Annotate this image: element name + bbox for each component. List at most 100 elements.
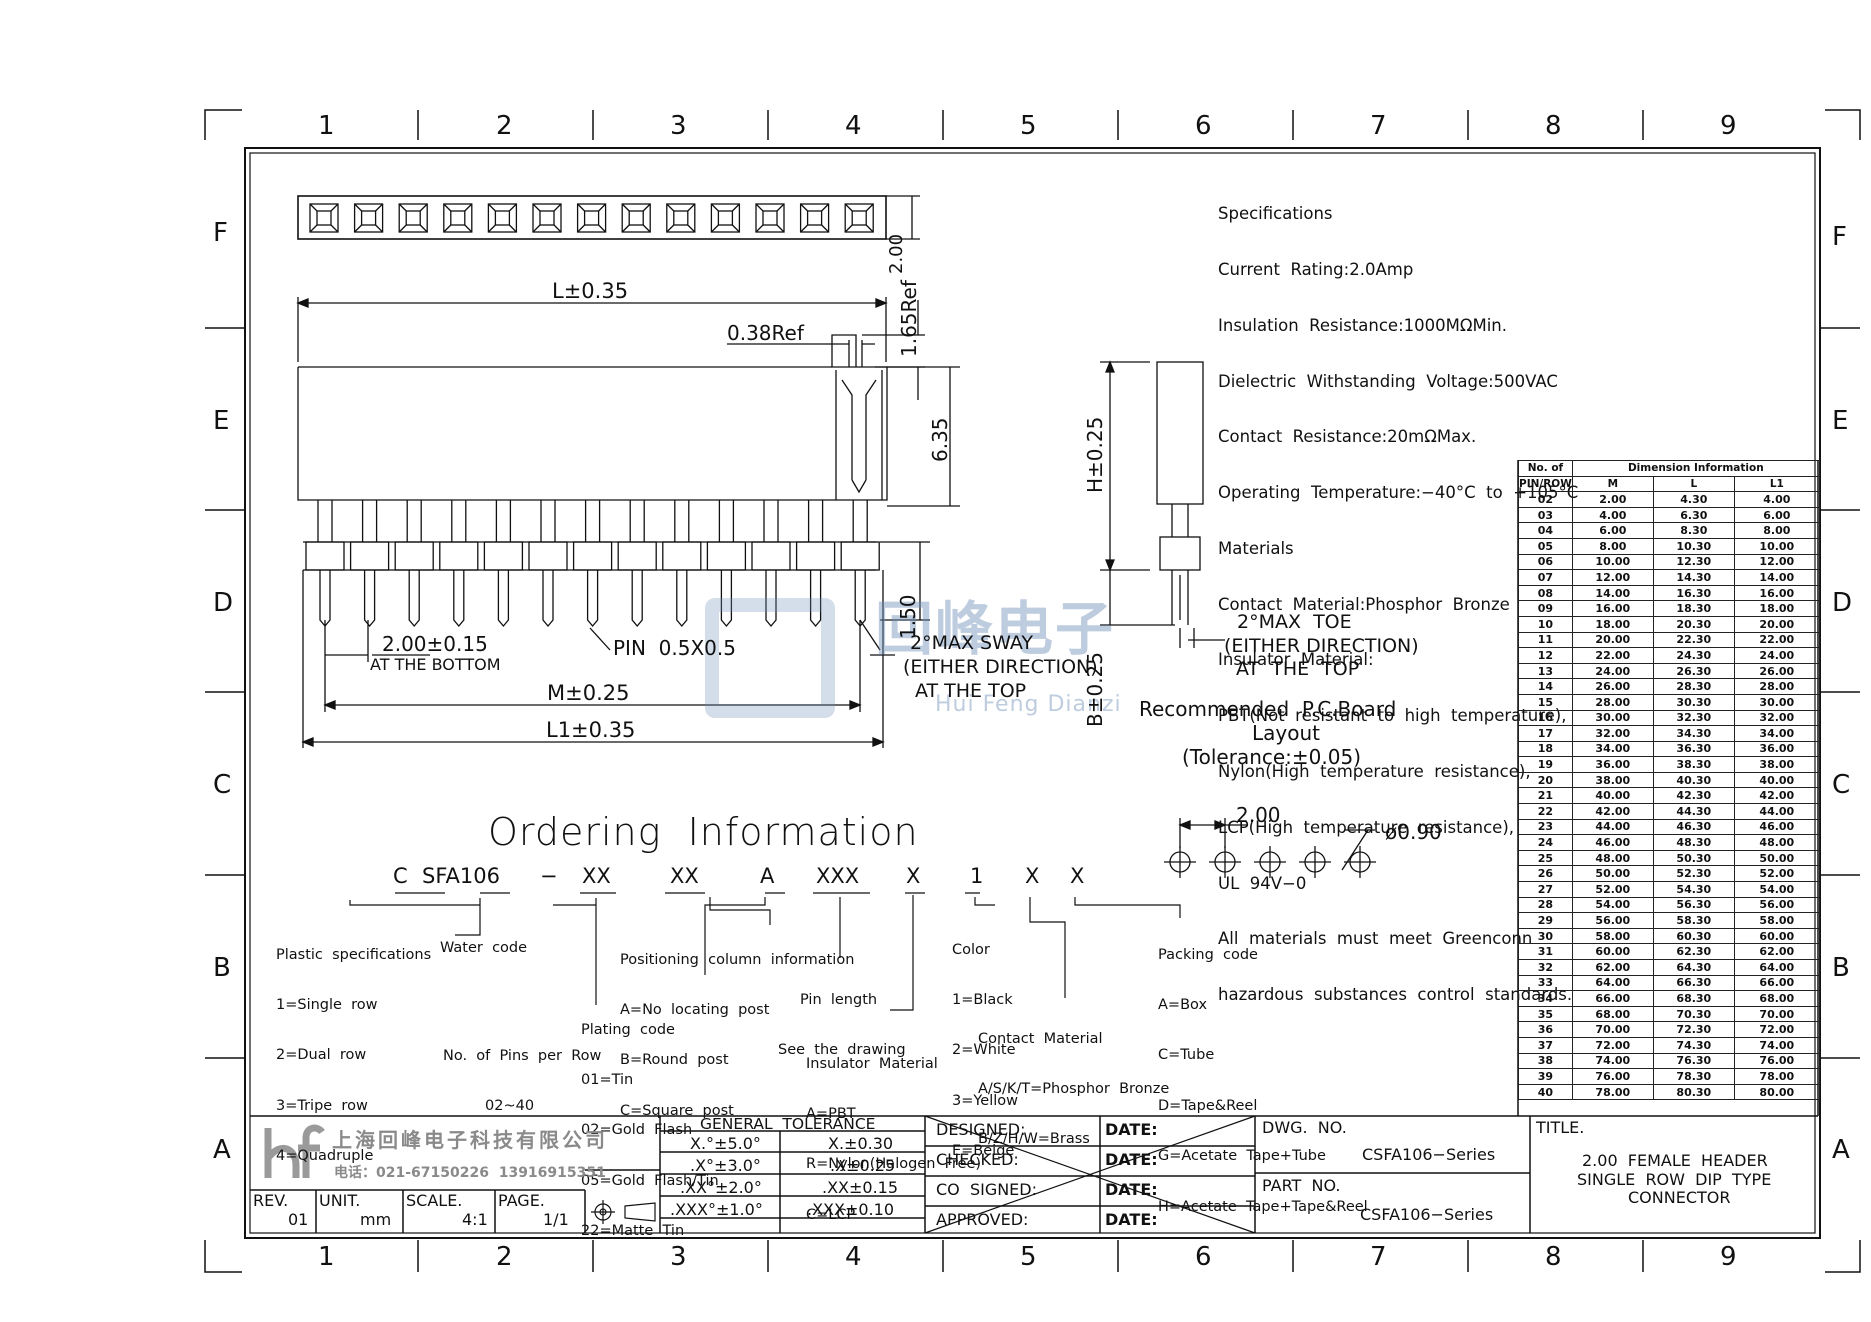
contact-inner-square (583, 210, 600, 226)
color-line: 1=Black (952, 991, 1013, 1008)
table-header-group: Dimension Information (1571, 460, 1820, 477)
pin-standoff (617, 541, 657, 571)
pin-upper (852, 500, 868, 542)
m-cell: 22.00 (1571, 647, 1654, 664)
plating-line: 22=Matte Tin (581, 1223, 685, 1240)
pin-count-cell: 29 (1518, 912, 1573, 929)
dimension-table: No. of Dimension Information PIN/ROW M L… (1518, 460, 1820, 1101)
l-cell: 44.30 (1652, 803, 1735, 820)
pin-count-cell: 08 (1518, 584, 1573, 602)
l1-cell: 62.00 (1733, 943, 1820, 960)
contact-square-chamfer (309, 203, 339, 233)
title-line-1: 2.00 FEMALE HEADER (1582, 1151, 1768, 1170)
zone-col-top-7: 7 (1370, 111, 1387, 141)
tolerance-title: GENERAL TOLERANCE (700, 1115, 876, 1133)
pin-count-cell: 34 (1518, 990, 1573, 1007)
insulator-line: A=PBT (806, 1105, 856, 1122)
insulator-line: Insulator Material (806, 1055, 938, 1072)
contact-square (487, 203, 518, 233)
m-cell: 64.00 (1571, 974, 1654, 992)
pin-standoff (305, 541, 345, 571)
l1-cell: 78.00 (1733, 1068, 1820, 1085)
color-line: 3=Yellow (952, 1092, 1019, 1109)
m-cell: 58.00 (1571, 927, 1654, 945)
l1-cell: 56.00 (1733, 896, 1820, 914)
pin-standoff (795, 541, 836, 571)
zone-col-bottom-5: 5 (1020, 1242, 1037, 1272)
l1-cell: 58.00 (1733, 912, 1820, 929)
pin-length-line: See the drawing (778, 1041, 906, 1058)
l1-cell: 48.00 (1733, 834, 1820, 851)
pin-tail (408, 570, 420, 628)
dim-m: M±0.25 (547, 681, 630, 705)
plastic-spec-line: 4=Quadruple (276, 1148, 374, 1165)
l1-cell: 38.00 (1733, 756, 1820, 773)
zone-row-right-F: F (1832, 222, 1847, 252)
positioning-line: C=Square post (620, 1102, 734, 1119)
pin-tail (453, 570, 465, 628)
watermark-en: Hui Feng Dianzi (935, 692, 1122, 717)
l1-cell: 12.00 (1733, 553, 1820, 571)
plating-line: 02=Gold Flash (581, 1122, 693, 1139)
pin-length-block: Pin length See the drawing (778, 958, 906, 1076)
l1-cell: 68.00 (1733, 990, 1820, 1007)
spec-line: Insulator Material: (1218, 650, 1374, 670)
positioning-block: Positioning column information A=No loca… (620, 918, 854, 1136)
plating-block: Plating code 01=Tin 02=Gold Flash 05=Gol… (581, 988, 719, 1257)
page-value: 1/1 (543, 1210, 569, 1229)
approval-designed: DESIGNED: (936, 1120, 1026, 1139)
m-cell: 34.00 (1571, 740, 1654, 758)
approval-approved: APPROVED: (936, 1210, 1029, 1229)
zone-row-left-A: A (213, 1135, 231, 1165)
l-cell: 80.30 (1652, 1083, 1735, 1101)
spec-line: Specifications (1218, 204, 1333, 224)
m-cell: 6.00 (1571, 522, 1654, 539)
positioning-line: B=Round post (620, 1052, 729, 1069)
pin-count-cell: 04 (1518, 522, 1573, 539)
l-cell: 22.30 (1652, 631, 1735, 649)
part-no-label: PART NO. (1262, 1176, 1341, 1195)
contact-inner-square (673, 210, 689, 226)
zone-col-bottom-8: 8 (1545, 1242, 1562, 1272)
pcb-title-1: Recommended P.C.Board (1139, 697, 1397, 721)
contact-square (398, 203, 428, 233)
l1-cell: 54.00 (1733, 881, 1820, 898)
insulator-block: Insulator Material A=PBT R=Nylon(Halogen… (806, 1022, 981, 1240)
l-cell: 60.30 (1652, 927, 1735, 945)
pin-upper (361, 500, 378, 542)
insulator-line: R=Nylon(Halogen Free) (806, 1156, 982, 1173)
tolerance-linear-2: .X±0.25 (830, 1156, 896, 1175)
l1-cell: 28.00 (1733, 678, 1820, 695)
pin-tail (765, 570, 777, 628)
pin-count-cell: 10 (1518, 615, 1573, 633)
contact-inner-square (851, 210, 867, 226)
pin-count-cell: 05 (1518, 537, 1573, 555)
scale-label: SCALE. (406, 1191, 463, 1210)
company-logo (264, 1124, 325, 1178)
dim-length-l: L±0.35 (552, 279, 629, 303)
l-cell: 48.30 (1652, 834, 1735, 851)
pin-standoff (662, 541, 702, 571)
pin-upper (718, 500, 735, 542)
m-cell: 26.00 (1571, 678, 1654, 695)
l-cell: 54.30 (1652, 881, 1735, 898)
contact-square (576, 203, 607, 233)
contact-square-chamfer (487, 203, 517, 233)
pin-count-cell: 21 (1518, 787, 1573, 805)
date-label-1: DATE: (1105, 1120, 1158, 1139)
m-cell: 4.00 (1571, 506, 1654, 524)
pcb-title-2: Layout (1252, 721, 1320, 745)
pin-tail (854, 570, 866, 628)
pin-length-line: Pin length (800, 991, 878, 1008)
contact-square-chamfer (532, 203, 562, 233)
ordering-title: Ordering Information (488, 810, 919, 854)
pin-count-cell: 23 (1518, 818, 1573, 836)
